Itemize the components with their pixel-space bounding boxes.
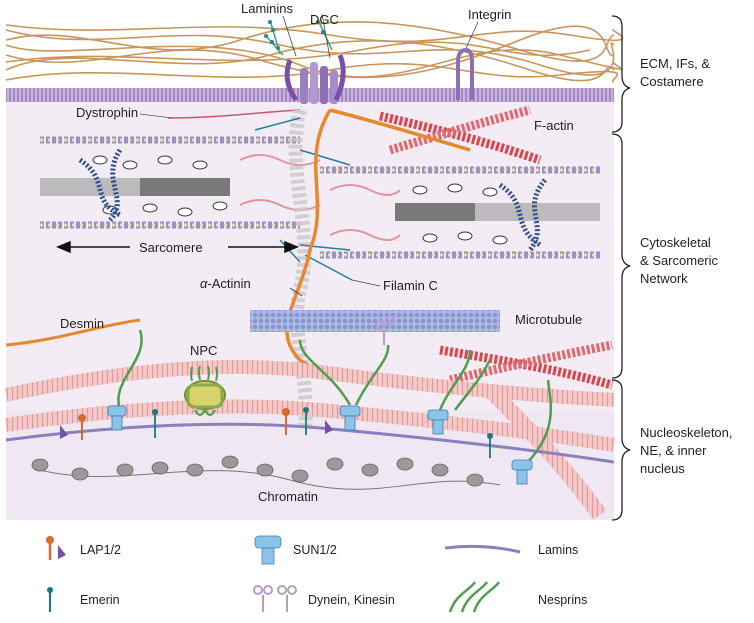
dgc-complex: [284, 54, 346, 104]
side-label-ecm: ECM, IFs, & Costamere: [640, 56, 710, 89]
svg-text:NE, & inner: NE, & inner: [640, 443, 707, 458]
legend-label-emerin: Emerin: [80, 593, 120, 607]
legend-label-nesprins: Nesprins: [538, 593, 587, 607]
microtubule: [250, 310, 500, 332]
label-desmin: Desmin: [60, 316, 104, 331]
legend-label-lamins: Lamins: [538, 543, 578, 557]
desmin-filament: [5, 318, 141, 347]
label-sarcomere: Sarcomere: [139, 240, 203, 255]
label-chromatin: Chromatin: [258, 489, 318, 504]
label-integrin: Integrin: [468, 7, 511, 22]
integrin-protein: [456, 48, 474, 100]
filamin-c: [254, 117, 353, 281]
side-label-nucleoskeleton: Nucleoskeleton, NE, & inner nucleus: [640, 425, 733, 476]
lap-icon: [46, 536, 66, 560]
svg-text:Cytoskeletal: Cytoskeletal: [640, 235, 711, 250]
sarcomere-right: [320, 166, 600, 259]
label-dystrophin: Dystrophin: [76, 105, 138, 120]
svg-text:ECM, IFs, &: ECM, IFs, &: [640, 56, 710, 71]
sarcomere-arrow: [56, 240, 299, 254]
laminin-dots: [264, 20, 325, 50]
side-label-cytoskeletal: Cytoskeletal & Sarcomeric Network: [640, 235, 719, 286]
nesprins-icon: [448, 581, 501, 613]
label-laminins: Laminins: [241, 1, 294, 16]
sarcomere-left: [40, 136, 321, 229]
z-disc: [288, 108, 313, 431]
sun-proteins: [107, 405, 533, 485]
label-filamin-c: Filamin C: [383, 278, 438, 293]
label-dgc: DGC: [310, 12, 339, 27]
legend-label-sun: SUN1/2: [293, 543, 337, 557]
leader-lines: [282, 13, 479, 297]
legend: LAP1/2 SUN1/2 Lamins Emerin Dynein, Kine…: [46, 535, 587, 613]
label-npc: NPC: [190, 343, 217, 358]
dynein-kinesin-icon: [253, 585, 297, 612]
f-actin-bottom: [439, 340, 614, 390]
section-braces: [611, 15, 631, 521]
f-actin-top: [378, 105, 542, 165]
legend-label-dynein-kinesin: Dynein, Kinesin: [308, 593, 395, 607]
label-microtubule: Microtubule: [515, 312, 582, 327]
svg-text:& Sarcomeric: & Sarcomeric: [640, 253, 719, 268]
npc-complex: [184, 365, 226, 416]
emerin-icon: [47, 587, 53, 612]
dystrophin-line: [167, 109, 301, 119]
lap-emerin-markers: [60, 407, 493, 458]
sun-icon: [254, 535, 282, 565]
nesprins: [117, 329, 553, 466]
svg-text:Costamere: Costamere: [640, 74, 704, 89]
dystrophin-label-line: [139, 113, 173, 119]
label-alpha-actinin: α-Actinin: [200, 276, 251, 291]
outer-nuclear-membrane: [4, 359, 615, 407]
lamins-icon: [444, 544, 521, 554]
dynein-motors: [375, 315, 395, 345]
svg-text:nucleus: nucleus: [640, 461, 685, 476]
label-f-actin: F-actin: [534, 118, 574, 133]
chromatin: [31, 455, 501, 490]
svg-text:Network: Network: [640, 271, 688, 286]
legend-label-lap: LAP1/2: [80, 543, 121, 557]
ecm-fibers: [5, 21, 624, 83]
svg-text:Nucleoskeleton,: Nucleoskeleton,: [640, 425, 733, 440]
